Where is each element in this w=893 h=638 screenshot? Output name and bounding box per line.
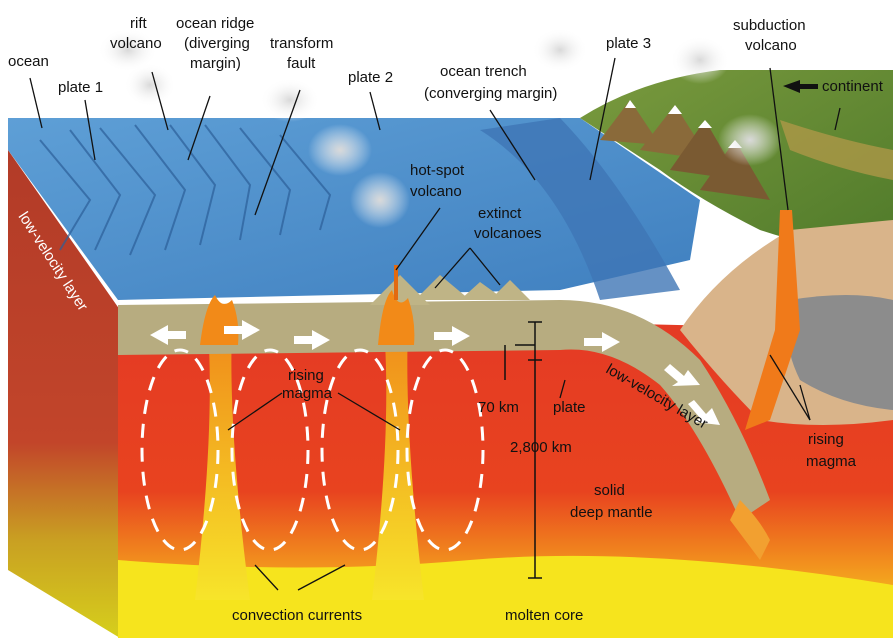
label-ocean-ridge: ocean ridge [176, 15, 254, 32]
label-ocean: ocean [8, 53, 49, 70]
convection-cells [140, 348, 485, 552]
label-plate-2: plate 2 [348, 69, 393, 86]
plume-left [195, 330, 250, 600]
label-transform-fault-2: fault [287, 55, 316, 72]
label-ocean-trench: ocean trench [440, 63, 527, 80]
label-extinct: extinct [478, 205, 522, 222]
label-plate: plate [553, 399, 586, 416]
label-subduction-volcano-2: volcano [745, 37, 797, 54]
label-ocean-trench-2: (converging margin) [424, 85, 557, 102]
label-rising-magma-right: rising [808, 431, 844, 448]
label-hot-spot-2: volcano [410, 183, 462, 200]
depth-scale [504, 321, 542, 579]
lithosphere-plate [118, 300, 770, 520]
ocean-trench [480, 118, 680, 300]
block-side-wall [8, 150, 120, 638]
extinct-volcanoes [370, 275, 530, 305]
label-hot-spot: hot-spot [410, 162, 465, 179]
subducting-tip [730, 500, 770, 560]
label-plate-3: plate 3 [606, 35, 651, 52]
label-subduction-volcano: subduction [733, 17, 806, 34]
label-plate-1: plate 1 [58, 79, 103, 96]
label-solid-mantle: solid [594, 482, 625, 499]
subduction-magma [745, 210, 800, 430]
mountains [600, 100, 770, 200]
volcano-smoke [98, 28, 782, 228]
leader-lines [29, 57, 841, 591]
label-convection-currents: convection currents [232, 607, 362, 624]
label-transform-fault: transform [270, 35, 333, 52]
label-extinct-2: volcanoes [474, 225, 542, 242]
ridge-texture [39, 124, 332, 256]
label-rising-magma-left-2: magma [282, 385, 333, 402]
magma-head-left [200, 295, 239, 345]
label-rift-volcano: rift [130, 15, 147, 32]
magma-head-right [378, 290, 415, 345]
label-ocean-ridge-3: margin) [190, 55, 241, 72]
label-rising-magma-right-2: magma [806, 453, 857, 470]
plate-motion-arrows [150, 320, 720, 425]
label-solid-mantle-2: deep mantle [570, 504, 653, 521]
label-molten-core: molten core [505, 607, 583, 624]
label-continent: continent [822, 78, 884, 95]
label-rising-magma-left: rising [288, 367, 324, 384]
continent-highlight [780, 120, 893, 180]
label-rift-volcano-2: volcano [110, 35, 162, 52]
continent-gray-rock [786, 295, 893, 410]
plume-right [372, 328, 424, 600]
label-ocean-ridge-2: (diverging [184, 35, 250, 52]
molten-core [118, 555, 893, 638]
label-2800km: 2,800 km [510, 439, 572, 456]
continent-arrow [783, 80, 818, 93]
label-70km: 70 km [478, 399, 519, 416]
